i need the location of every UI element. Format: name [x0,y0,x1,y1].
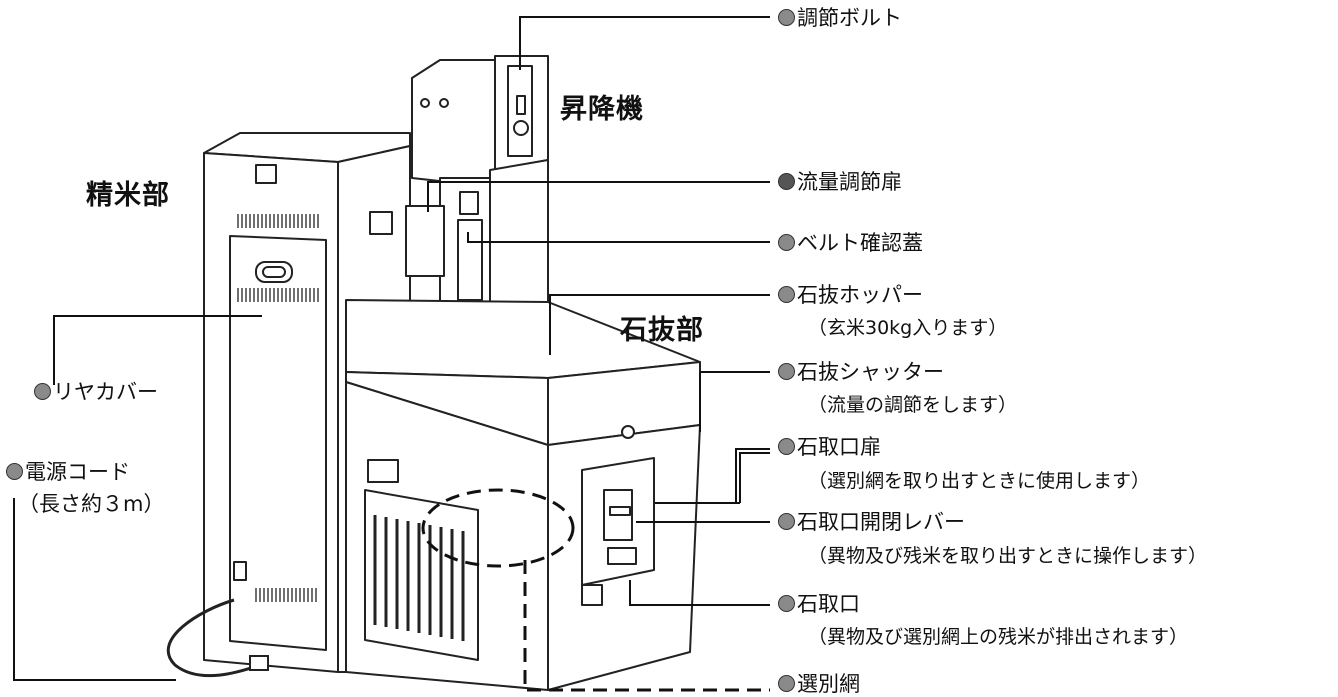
callout-stone-outlet-note: （異物及び選別網上の残米が排出されます） [808,626,1189,648]
callout-rear-cover: リヤカバー [34,382,158,403]
bullet-icon [778,595,795,612]
sieve-indicator [421,488,770,692]
bullet-icon [778,675,795,692]
bullet-icon [778,286,795,303]
bullet-icon [778,363,795,380]
bullet-icon [34,383,51,400]
bullet-icon [778,9,795,26]
bullet-icon [778,438,795,455]
callout-stone-shutter-note: （流量の調節をします） [808,394,1018,416]
callout-sieve: 選別網 [778,674,860,695]
power-cord-drawing [166,598,261,678]
bullet-icon [6,463,23,480]
section-polishing-label: 精米部 [86,180,170,211]
bullet-icon [778,234,795,251]
callout-stone-outlet: 石取口 [778,594,860,615]
section-stone-removal-label: 石抜部 [620,315,704,346]
callout-flow-door: 流量調節扉 [778,172,902,193]
callout-power-cord-note: （長さ約３m） [18,492,165,516]
leader-lines [13,16,770,681]
callout-stone-hopper: 石抜ホッパー [778,285,923,306]
bullet-icon [778,513,795,530]
polishing-unit-body [203,132,411,673]
section-elevator-label: 昇降機 [560,94,644,125]
callout-adjust-bolt: 調節ボルト [778,8,902,29]
callout-stone-hopper-note: （玄米30kg入ります） [808,317,1008,339]
callout-belt-lid: ベルト確認蓋 [778,233,923,254]
bullet-icon [778,173,795,190]
polishing-vents [237,214,319,602]
callout-stone-shutter: 石抜シャッター [778,362,944,383]
elevator-column [369,55,549,343]
callout-outlet-lever: 石取口開閉レバー [778,512,965,533]
callout-stone-outlet-door: 石取口扉 [778,437,881,458]
stone-unit-louvres [373,515,465,641]
callout-outlet-lever-note: （異物及び残米を取り出すときに操作します） [808,545,1208,567]
callout-stone-outlet-door-note: （選別網を取り出すときに使用します） [808,470,1151,492]
stone-removal-unit [345,299,701,691]
callout-power-cord: 電源コード [6,462,130,483]
